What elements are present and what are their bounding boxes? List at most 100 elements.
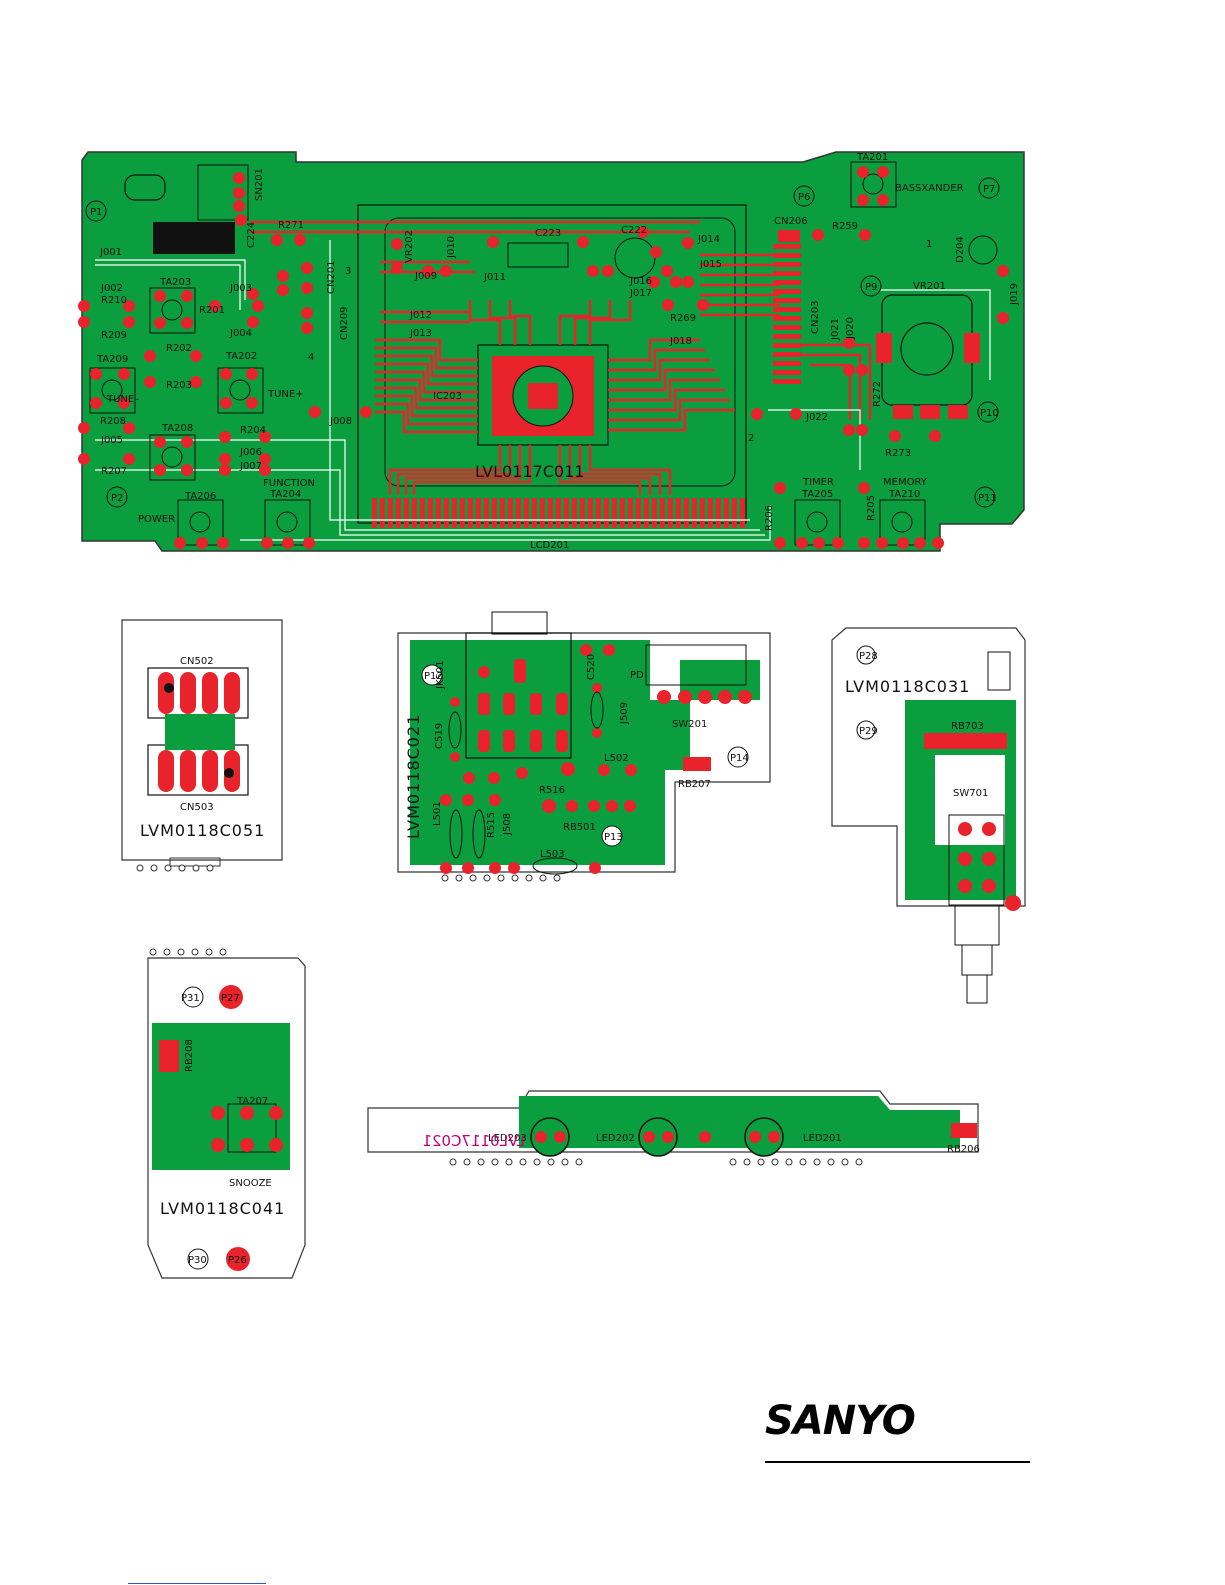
edge-hole — [441, 874, 449, 882]
solder-pad — [487, 236, 499, 248]
solder-pad — [118, 397, 130, 409]
solder-pad — [889, 430, 901, 442]
label-l502: L502 — [604, 753, 629, 764]
ic-fanout-traces — [250, 220, 872, 495]
edge-hole — [841, 1158, 849, 1166]
label-r204: R204 — [240, 425, 266, 436]
label-tune-minus: TUNE– — [106, 394, 139, 405]
label-cn502: CN502 — [180, 656, 214, 667]
solder-pad — [246, 397, 258, 409]
solder-pad — [78, 422, 90, 434]
cn203-pad — [773, 280, 801, 285]
label-j509: J509 — [619, 702, 630, 725]
lcd-pad — [548, 498, 553, 528]
solder-pad — [303, 537, 315, 549]
solder-pad — [587, 265, 599, 277]
label-vr202: VR202 — [404, 230, 415, 263]
cn203-pad — [773, 334, 801, 339]
cn203-pad — [773, 253, 801, 258]
label-j022: J022 — [805, 412, 828, 423]
label-r269: R269 — [670, 313, 696, 324]
solder-pad — [682, 237, 694, 249]
label-j012: J012 — [409, 310, 432, 321]
solder-pad — [661, 265, 673, 277]
label-power: POWER — [138, 514, 175, 525]
sanyo-logo-text: SANYO — [765, 1398, 916, 1444]
lcd-pad — [636, 498, 641, 528]
cn203-pad — [773, 289, 801, 294]
edge-hole — [827, 1158, 835, 1166]
solder-pad — [301, 307, 313, 319]
label-j014: J014 — [697, 234, 720, 245]
solder-pad — [857, 194, 869, 206]
edge-hole — [575, 1158, 583, 1166]
solder-pad — [209, 300, 221, 312]
edge-hole — [757, 1158, 765, 1166]
label-sw701: SW701 — [953, 788, 988, 799]
label-j004: J004 — [229, 328, 252, 339]
edge-hole — [813, 1158, 821, 1166]
label-j021: J021 — [830, 318, 841, 341]
lcd-pad — [380, 498, 385, 528]
main-board: P1 P2 P6 P7 P9 P10 P11 3 4 1 2 SN201 C22… — [78, 151, 1025, 552]
solder-pad — [181, 290, 193, 302]
lcd-pad — [412, 498, 417, 528]
switch-board-code: LVM0118C031 — [845, 677, 970, 696]
lcd-pad-row — [372, 498, 745, 528]
cn203-pad — [773, 352, 801, 357]
cn203-pad — [773, 325, 801, 330]
lcd-pad — [628, 498, 633, 528]
solder-pad — [856, 424, 868, 436]
logo-underline — [765, 1461, 1030, 1463]
label-ta209: TA209 — [96, 354, 128, 365]
edge-hole — [533, 1158, 541, 1166]
lcd-pad — [420, 498, 425, 528]
solder-pad — [774, 482, 786, 494]
lcd-pad — [652, 498, 657, 528]
solder-pad — [422, 265, 434, 277]
solder-pad — [252, 300, 264, 312]
label-lcd201: LCD201 — [530, 540, 569, 551]
solder-pad — [682, 276, 694, 288]
solder-pad — [233, 172, 245, 184]
label-r208: R208 — [100, 416, 126, 427]
edge-hole — [449, 1158, 457, 1166]
lcd-pad — [396, 498, 401, 528]
label-ta210: TA210 — [888, 489, 920, 500]
switch-board: P28 P29 RB703 SW701 LVM0118C031 — [831, 627, 1026, 1004]
label-r515: R515 — [486, 812, 497, 838]
label-cn503: CN503 — [180, 802, 214, 813]
label-rb207: RB207 — [678, 779, 711, 790]
lcd-pad — [740, 498, 745, 528]
point-p14: P14 — [730, 753, 749, 764]
solder-pad — [294, 234, 306, 246]
solder-pad — [196, 537, 208, 549]
sanyo-logo: SANYO — [765, 1398, 1030, 1468]
cn203-pad — [773, 262, 801, 267]
edge-hole — [455, 874, 463, 882]
solder-pad — [220, 368, 232, 380]
label-bassxander: BASSXANDER — [895, 183, 964, 194]
solder-pad — [577, 236, 589, 248]
solder-pad — [277, 284, 289, 296]
solder-pad — [360, 406, 372, 418]
lcd-pad — [660, 498, 665, 528]
solder-pad — [897, 537, 909, 549]
label-cn209: CN209 — [339, 306, 350, 340]
edge-hole — [149, 948, 157, 956]
ta201-switch — [850, 161, 897, 208]
lcd-pad — [492, 498, 497, 528]
solder-pad — [813, 537, 825, 549]
lcd-pad — [500, 498, 505, 528]
point-p30: P30 — [188, 1255, 207, 1266]
edge-hole — [469, 874, 477, 882]
solder-pad — [154, 436, 166, 448]
lcd-pad — [468, 498, 473, 528]
solder-pad — [812, 229, 824, 241]
solder-pad — [857, 166, 869, 178]
lcd-pad — [540, 498, 545, 528]
lcd-pad — [532, 498, 537, 528]
label-j006: J006 — [239, 447, 262, 458]
label-tune-plus: TUNE+ — [267, 389, 304, 400]
